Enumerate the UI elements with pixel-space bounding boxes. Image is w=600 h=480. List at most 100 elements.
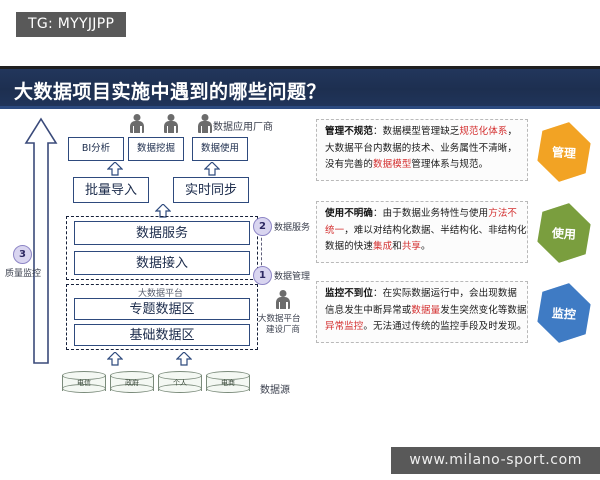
- service-box-data-access[interactable]: 数据接入: [74, 251, 250, 275]
- service-box-data-service[interactable]: 数据服务: [74, 221, 250, 245]
- service-box-data-access-label: 数据接入: [135, 255, 188, 271]
- source-cylinder-telecom[interactable]: 电信: [62, 371, 106, 395]
- transfer-box-realtime-sync-label: 实时同步: [184, 182, 237, 198]
- marker-3-circle: 3: [13, 245, 32, 264]
- issue-highlight: 异常监控: [325, 321, 364, 333]
- actor-icon-app-vendor-2: [163, 114, 179, 134]
- issue-text: 。: [421, 241, 431, 253]
- issue-badge-usage: 使用: [536, 205, 592, 261]
- app-box-bi-label: BI分析: [81, 143, 111, 155]
- side-dashed-connector: [261, 223, 262, 275]
- marker-2-label: 数据服务: [274, 223, 311, 233]
- platform-caption: 大数据平台: [138, 289, 184, 299]
- issue-highlight: 共享: [401, 241, 422, 253]
- issue-text: 没有完善的: [325, 159, 374, 171]
- issue-text: 。无法通过传统的监控手段及时发现。: [363, 321, 527, 333]
- issue-highlight: 数据量: [411, 304, 441, 316]
- issue-text: 大数据平台内数据的技术、业务属性不清晰，: [325, 142, 518, 154]
- app-box-usage[interactable]: 数据使用: [192, 137, 248, 161]
- platform-box-base-zone-label: 基础数据区: [129, 327, 195, 343]
- app-box-bi[interactable]: BI分析: [68, 137, 124, 161]
- app-vendor-label: 数据应用厂商: [213, 122, 273, 133]
- issue-badge-monitoring: 监控: [536, 285, 592, 341]
- hexagon-usage-shape: 使用: [529, 198, 600, 269]
- tg-tag: TG: MYYJJPP: [16, 12, 127, 37]
- marker-2-number: 2: [259, 221, 266, 232]
- issue-badge-management: 管理: [536, 124, 592, 180]
- issue-text: ：在实际数据运行中，会出现数据: [373, 288, 518, 299]
- issue-line: 监控不到位：在实际数据运行中，会出现数据: [325, 287, 520, 302]
- hexagon-usage-label: 使用: [551, 225, 577, 242]
- issue-text: 发生突然变化等数据: [440, 304, 527, 316]
- issue-text: 管理体系与规范。: [411, 159, 489, 171]
- arrow-up-source-right: [176, 352, 192, 366]
- issue-line: 信息发生中断异常或数据量发生突然变化等数据: [325, 304, 527, 319]
- app-box-mining[interactable]: 数据挖掘: [128, 137, 184, 161]
- marker-1-circle: 1: [253, 266, 272, 285]
- marker-2-circle: 2: [253, 217, 272, 236]
- source-cylinder-government-label: 政府: [125, 379, 139, 387]
- actor-icon-platform-builder: [275, 290, 291, 310]
- transfer-box-batch-import[interactable]: 批量导入: [73, 177, 149, 203]
- arrow-up-to-usage: [204, 162, 220, 176]
- issue-text: ：数据模型管理缺乏: [373, 126, 460, 137]
- issue-text: ：由于数据业务特性与使用: [373, 208, 489, 219]
- source-cylinder-telecom-label: 电信: [77, 379, 91, 387]
- transfer-box-batch-import-label: 批量导入: [84, 182, 137, 198]
- issue-panel-monitoring: 监控不到位：在实际数据运行中，会出现数据信息发生中断异常或数据量发生突然变化等数…: [316, 281, 528, 343]
- source-cylinder-ecommerce-label: 电商: [221, 379, 235, 387]
- marker-1-label: 数据管理: [274, 272, 311, 282]
- issue-line: 大数据平台内数据的技术、业务属性不清晰，: [325, 142, 520, 157]
- issue-line: 异常监控。无法通过传统的监控手段及时发现。: [325, 320, 527, 335]
- marker-3-label: 质量监控: [5, 269, 42, 279]
- issue-highlight: 方法不: [488, 208, 518, 219]
- platform-box-base-zone[interactable]: 基础数据区: [74, 324, 250, 346]
- issue-line: 没有完善的数据模型管理体系与规范。: [325, 158, 520, 173]
- issue-heading: 使用不明确: [325, 208, 374, 219]
- sources-label: 数据源: [260, 385, 290, 396]
- source-cylinder-ecommerce[interactable]: 电商: [206, 371, 250, 395]
- platform-builder-label-line2: 建设厂商: [266, 325, 301, 335]
- title-bar: 大数据项目实施中遇到的哪些问题？: [0, 66, 600, 106]
- issue-highlight: 集成: [373, 241, 393, 253]
- data-service-group: [66, 216, 258, 280]
- platform-builder-label-line1: 大数据平台: [258, 314, 301, 324]
- app-box-usage-label: 数据使用: [200, 143, 239, 155]
- diagram-canvas: 数据应用厂商 BI分析 数据挖掘 数据使用 批量导入 实时同步 数据服务 数据接…: [0, 109, 600, 480]
- issue-panel-usage: 使用不明确：由于数据业务特性与使用方法不统一，难以对结构化数据、半结构化、非结构…: [316, 201, 528, 263]
- issue-highlight: 统一: [325, 224, 345, 236]
- issue-highlight: 规范化体系: [459, 126, 508, 137]
- hexagon-management-label: 管理: [551, 144, 577, 161]
- marker-3-number: 3: [19, 249, 26, 260]
- hexagon-monitoring-shape: 监控: [529, 278, 600, 349]
- actor-icon-app-vendor-3: [197, 114, 213, 134]
- platform-box-topic-zone-label: 专题数据区: [129, 301, 195, 317]
- issue-line: 统一，难以对结构化数据、半结构化、非结构化: [325, 224, 527, 239]
- app-box-mining-label: 数据挖掘: [136, 143, 175, 155]
- issue-text: ，难以对结构化数据、半结构化、非结构化: [344, 224, 527, 236]
- issue-panel-management: 管理不规范：数据模型管理缺乏规范化体系， 大数据平台内数据的技术、业务属性不清晰，…: [316, 119, 528, 181]
- issue-text: 信息发生中断异常或: [325, 304, 412, 316]
- issue-line: 使用不明确：由于数据业务特性与使用方法不: [325, 207, 520, 222]
- source-cylinder-personal[interactable]: 个人: [158, 371, 202, 395]
- source-cylinder-personal-label: 个人: [173, 379, 187, 387]
- platform-box-topic-zone[interactable]: 专题数据区: [74, 298, 250, 320]
- issue-heading: 监控不到位: [325, 288, 374, 299]
- hexagon-management-shape: 管理: [529, 117, 600, 188]
- service-box-data-service-label: 数据服务: [135, 225, 188, 241]
- source-cylinder-government[interactable]: 政府: [110, 371, 154, 395]
- arrow-up-to-mining: [107, 162, 123, 176]
- issue-line: 管理不规范：数据模型管理缺乏规范化体系，: [325, 125, 520, 140]
- page-title: 大数据项目实施中遇到的哪些问题？: [14, 81, 327, 103]
- issue-text: 和: [392, 241, 402, 253]
- transfer-box-realtime-sync[interactable]: 实时同步: [173, 177, 249, 203]
- marker-1-number: 1: [259, 270, 266, 281]
- issue-text: 数据的快速: [325, 241, 374, 253]
- arrow-up-source-left: [107, 352, 123, 366]
- quality-up-arrow: [24, 117, 58, 365]
- issue-highlight: 数据模型: [373, 159, 412, 171]
- platform-group: [66, 284, 258, 350]
- issue-heading: 管理不规范: [325, 126, 374, 137]
- actor-icon-app-vendor-1: [129, 114, 145, 134]
- title-underline: [0, 106, 600, 109]
